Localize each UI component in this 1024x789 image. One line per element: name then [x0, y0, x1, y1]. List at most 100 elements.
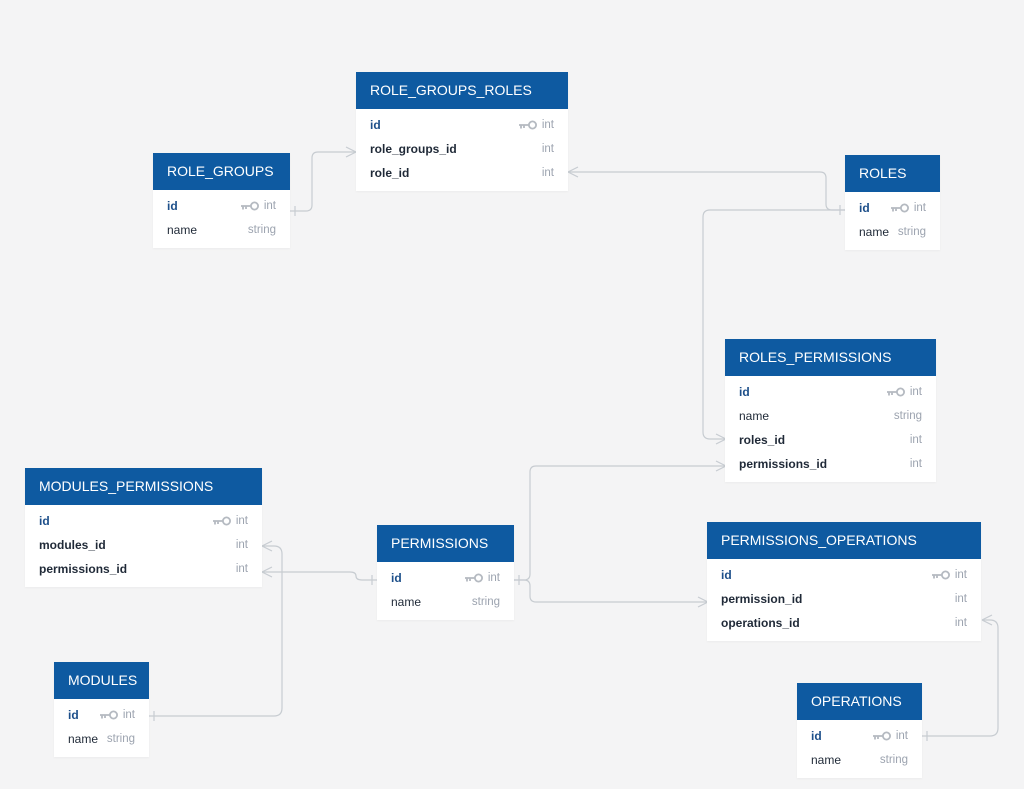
primary-key-icon [240, 201, 260, 211]
column-name: id [859, 201, 870, 215]
column-name: id [811, 729, 822, 743]
primary-key-icon [99, 710, 119, 720]
column-type: int [954, 569, 967, 581]
column-type: string [879, 754, 908, 766]
column-row[interactable]: modules_id int [25, 533, 262, 557]
column-row[interactable]: name string [153, 218, 290, 242]
column-row[interactable]: id int [797, 724, 922, 748]
crow-foot [261, 566, 273, 578]
crow-foot [345, 146, 357, 158]
column-meta: string [248, 218, 276, 242]
column-row[interactable]: id int [54, 703, 149, 727]
column-meta: string [107, 727, 135, 751]
column-meta: int [890, 196, 926, 220]
column-meta: int [542, 137, 554, 161]
primary-key-icon [212, 516, 232, 526]
column-row[interactable]: id int [845, 196, 940, 220]
column-name: permissions_id [739, 457, 828, 471]
column-type: string [471, 596, 500, 608]
table-header[interactable]: PERMISSIONS_OPERATIONS [707, 522, 981, 559]
column-name: id [167, 199, 178, 213]
table-header[interactable]: ROLE_GROUPS_ROLES [356, 72, 568, 109]
column-meta: int [212, 509, 248, 533]
table-header[interactable]: MODULES_PERMISSIONS [25, 468, 262, 505]
column-meta: int [910, 452, 922, 476]
column-meta: int [910, 428, 922, 452]
primary-key-icon [886, 387, 906, 397]
column-row[interactable]: id int [153, 194, 290, 218]
column-name: permission_id [721, 592, 803, 606]
column-row[interactable]: role_groups_id int [356, 137, 568, 161]
column-type: string [897, 226, 926, 238]
column-type: int [954, 593, 967, 605]
connector-role-groups-to-role-groups-roles [290, 151, 356, 212]
column-name: id [68, 708, 79, 722]
table-header[interactable]: PERMISSIONS [377, 525, 514, 562]
column-meta: int [240, 194, 276, 218]
column-meta: int [99, 703, 135, 727]
column-row[interactable]: roles_id int [725, 428, 936, 452]
column-type: int [909, 458, 922, 470]
column-row[interactable]: permissions_id int [725, 452, 936, 476]
column-meta: int [931, 563, 967, 587]
column-name: id [739, 385, 750, 399]
table-header[interactable]: ROLES [845, 155, 940, 192]
table-columns: id int name string [153, 190, 290, 248]
column-name: role_id [370, 166, 410, 180]
column-meta: string [894, 404, 922, 428]
column-name: modules_id [39, 538, 106, 552]
column-row[interactable]: id int [707, 563, 981, 587]
column-type: string [247, 224, 276, 236]
column-type: int [895, 730, 908, 742]
primary-key-icon [464, 573, 484, 583]
column-meta: int [464, 566, 500, 590]
column-name: id [721, 568, 732, 582]
column-meta: int [872, 724, 908, 748]
column-type: int [263, 200, 276, 212]
column-name: permissions_id [39, 562, 128, 576]
primary-key-icon [872, 731, 892, 741]
column-meta: int [955, 587, 967, 611]
column-meta: int [542, 161, 554, 185]
table-header[interactable]: ROLES_PERMISSIONS [725, 339, 936, 376]
table-header[interactable]: MODULES [54, 662, 149, 699]
table-header[interactable]: ROLE_GROUPS [153, 153, 290, 190]
column-name: role_groups_id [370, 142, 457, 156]
column-meta: int [236, 533, 248, 557]
column-row[interactable]: role_id int [356, 161, 568, 185]
column-name: roles_id [739, 433, 786, 447]
table-header[interactable]: OPERATIONS [797, 683, 922, 720]
column-meta: string [898, 220, 926, 244]
crow-foot [261, 540, 273, 552]
column-type: int [541, 119, 554, 131]
column-row[interactable]: permission_id int [707, 587, 981, 611]
column-name: name [167, 223, 198, 237]
